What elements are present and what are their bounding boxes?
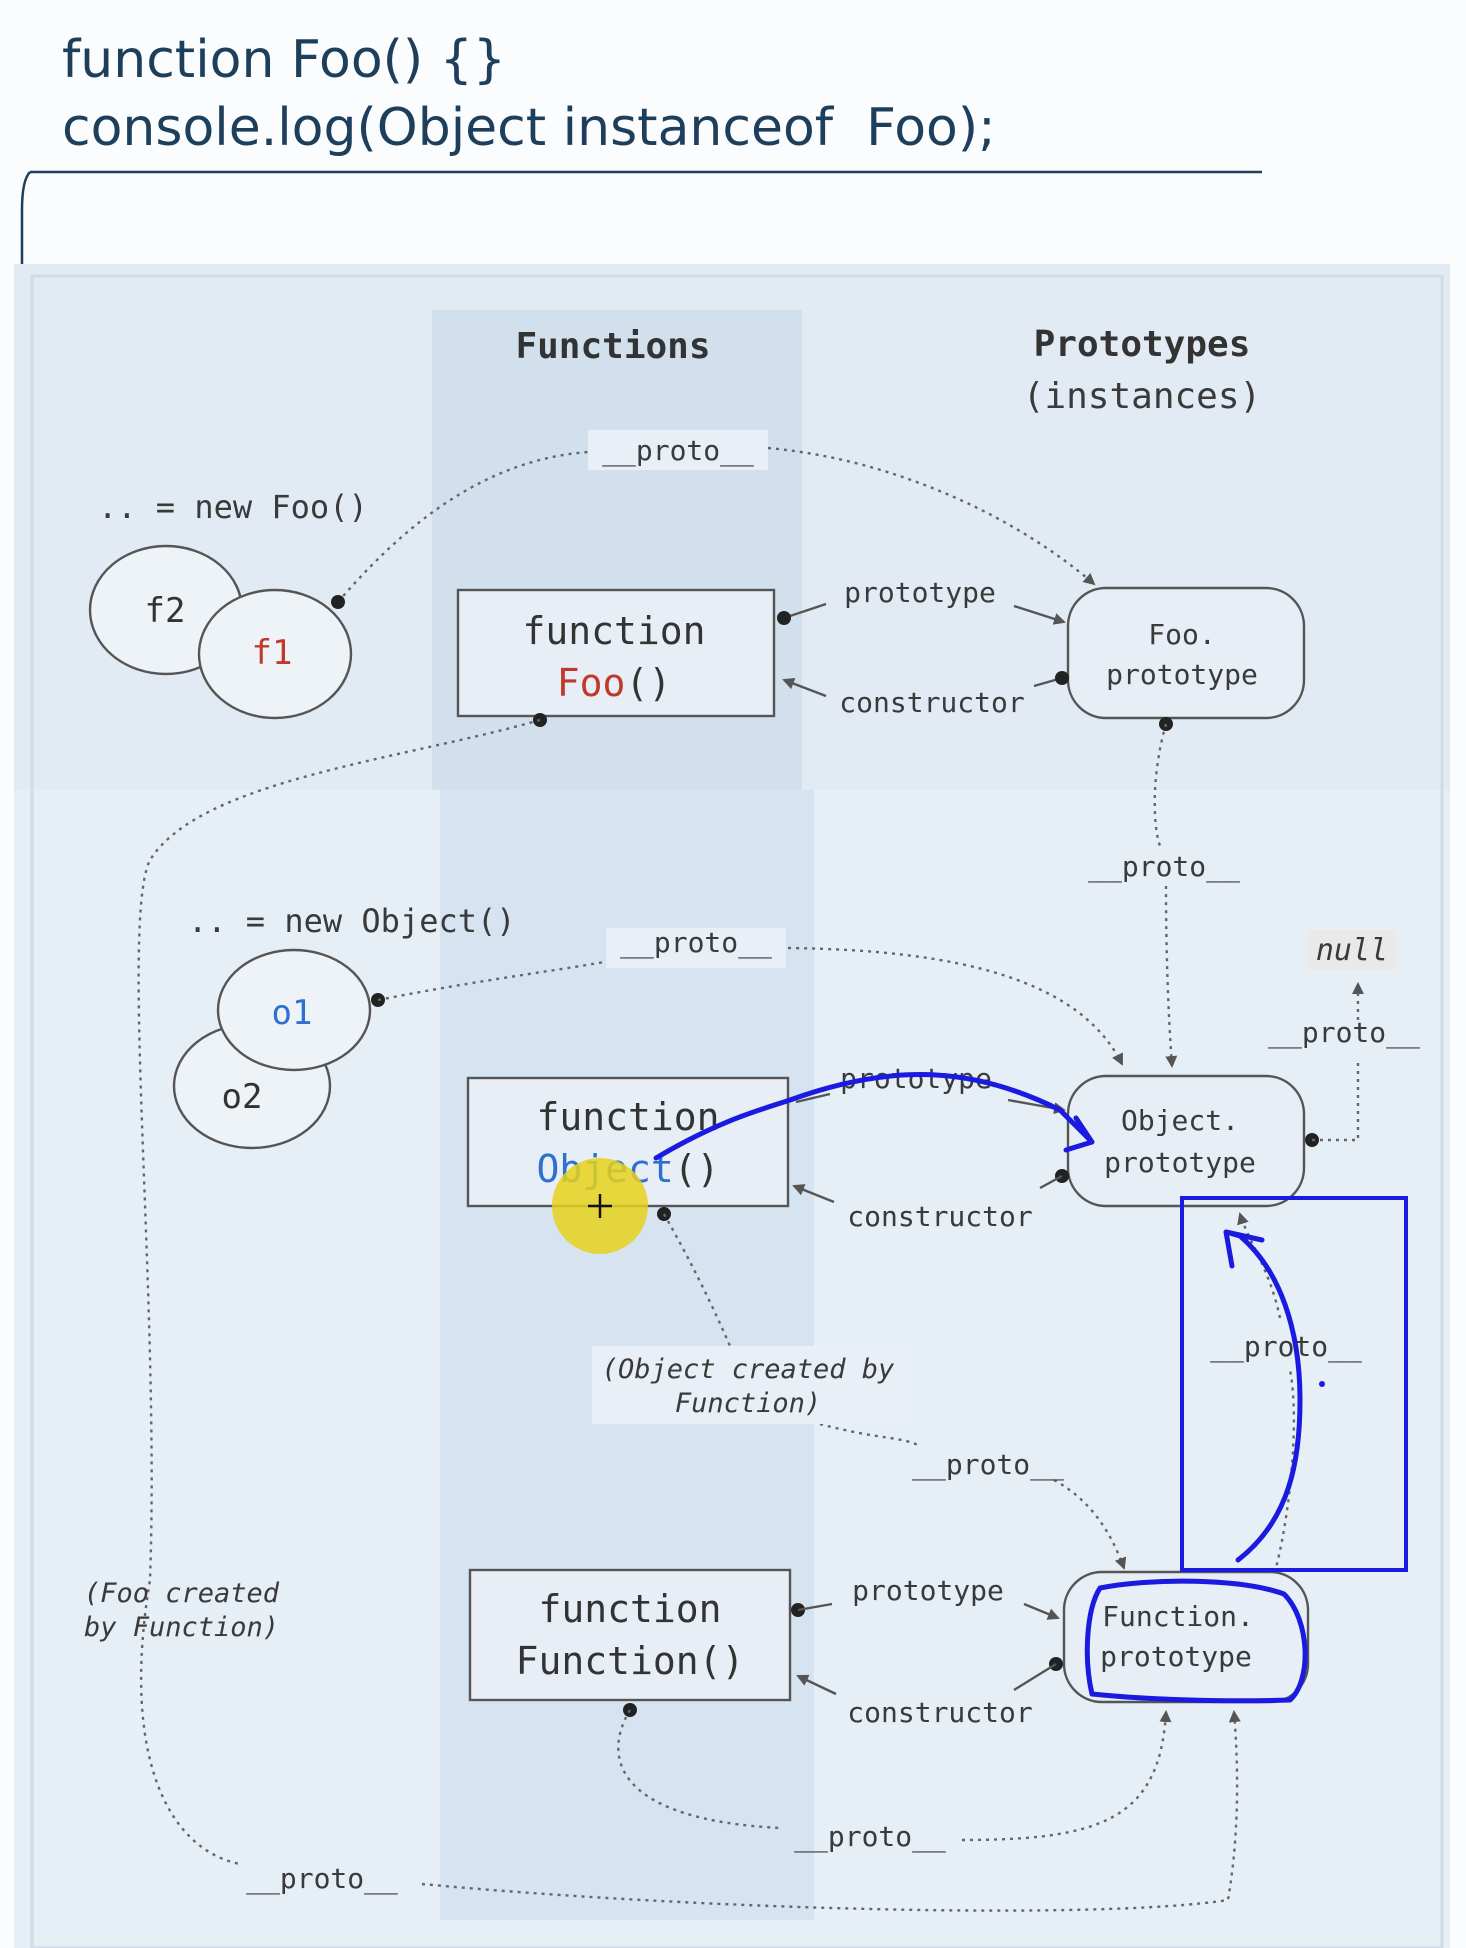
foo-prototype-line1: Foo. <box>1148 618 1215 651</box>
proto-label-function-func: __proto__ <box>794 1820 946 1854</box>
constructor-label-foo: constructor <box>839 686 1024 719</box>
function-foo-kw: function <box>522 609 705 653</box>
edge-function-constructor <box>798 1662 1057 1696</box>
edge-object-created <box>662 1213 1124 1568</box>
foo-created-line1: (Foo created <box>84 1578 280 1609</box>
edge-objproto-null <box>1312 984 1358 1142</box>
diagram-panel-border <box>30 274 1444 1948</box>
function-object-kw: function <box>536 1095 719 1139</box>
cursor-crosshair-icon <box>588 1194 612 1218</box>
edge-function-proto <box>617 1710 1166 1842</box>
function-function-kw: function <box>538 1587 721 1631</box>
foo-prototype-box <box>1066 586 1306 720</box>
constructor-label-function: constructor <box>847 1696 1032 1729</box>
function-prototype-line1: Function. <box>1102 1600 1254 1633</box>
proto-label-fooproto: __proto__ <box>1088 850 1240 884</box>
new-foo-label: .. = new Foo() <box>98 488 368 526</box>
function-foo-name: Foo() <box>557 661 671 705</box>
new-object-label: .. = new Object() <box>188 902 516 940</box>
ink-arrow-object-to-objproto <box>653 1072 1095 1161</box>
left-bracket <box>20 171 31 1948</box>
obj-created-line1: (Object created by <box>602 1354 895 1385</box>
object-prototype-line2: prototype <box>1104 1146 1256 1179</box>
code-line-1: function Foo() {} <box>62 30 506 90</box>
prototype-label-function: prototype <box>852 1574 1004 1607</box>
proto-label-bg-o1 <box>606 928 786 968</box>
null-bg <box>1308 930 1396 970</box>
f1-instance <box>197 588 353 720</box>
proto-label-bottom-left: __proto__ <box>246 1862 398 1896</box>
edge-function-prototype <box>797 1602 1058 1618</box>
function-function-name: Function() <box>516 1639 745 1683</box>
edge-object-constructor <box>794 1176 1063 1204</box>
code-line-2: console.log(Object instanceof Foo); <box>62 98 996 158</box>
edge-foo-created <box>137 718 1237 1912</box>
functions-column-band <box>432 310 802 790</box>
constructor-label-object: constructor <box>847 1200 1032 1233</box>
object-prototype-line1: Object. <box>1121 1104 1239 1137</box>
proto-label-bg-1 <box>588 430 768 470</box>
f2-label: f2 <box>145 591 186 631</box>
proto-label-null: __proto__ <box>1268 1016 1420 1050</box>
prototypes-subheader: (instances) <box>1023 376 1261 417</box>
proto-label-funcproto: __proto__ <box>1210 1330 1362 1364</box>
prototype-label-foo: prototype <box>844 576 996 609</box>
function-function-box <box>468 1568 792 1702</box>
ink-box-proto-chain <box>1180 1196 1408 1572</box>
o1-instance <box>216 948 372 1072</box>
edge-f1-proto <box>337 446 1094 603</box>
edge-foo-prototype <box>783 602 1064 622</box>
obj-created-line2: Function) <box>675 1388 821 1419</box>
edge-foo-constructor-dot <box>1055 671 1069 685</box>
null-label: null <box>1316 933 1388 968</box>
foo-prototype-line2: prototype <box>1106 658 1258 691</box>
f1-label: f1 <box>252 633 293 673</box>
o1-label: o1 <box>272 993 313 1033</box>
ink-arrow-funcproto-to-objproto <box>1223 1229 1303 1563</box>
edge-foo-prototype-dot <box>777 611 791 625</box>
ink-dot <box>1319 1381 1325 1387</box>
function-foo-box <box>456 588 776 718</box>
object-prototype-box <box>1066 1074 1306 1208</box>
code-snippet: function Foo() {} console.log(Object ins… <box>62 26 1262 162</box>
ink-circle-funcproto <box>1084 1578 1308 1704</box>
proto-label-object-func: __proto__ <box>912 1448 1064 1482</box>
prototypes-header: Prototypes <box>1034 324 1251 365</box>
foo-created-line2: by Function) <box>84 1612 279 1643</box>
edge-fooproto-proto <box>1153 723 1172 1066</box>
edge-f1-proto-dot <box>331 595 345 609</box>
obj-created-bg <box>592 1346 908 1424</box>
edge-o1-proto <box>377 946 1122 1064</box>
functions-header: Functions <box>515 326 710 367</box>
proto-label-o1: __proto__ <box>620 926 772 960</box>
proto-label-f1: __proto__ <box>602 434 754 468</box>
function-prototype-line2: prototype <box>1100 1640 1252 1673</box>
o2-label: o2 <box>222 1077 263 1117</box>
